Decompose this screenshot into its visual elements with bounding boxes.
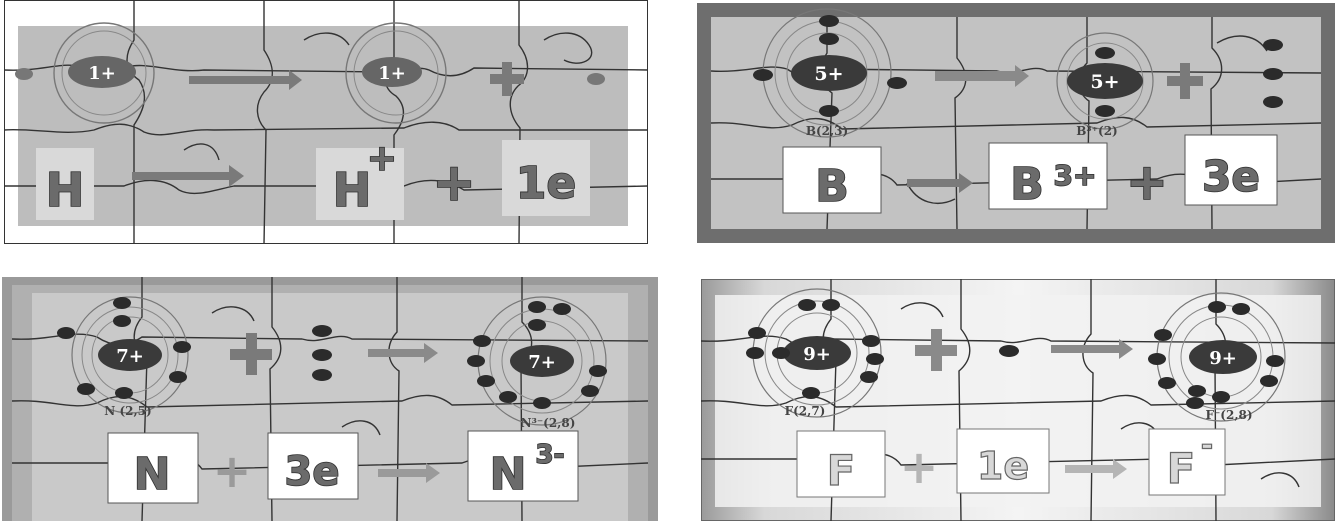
electron-dot [862, 335, 880, 347]
electron-dot [581, 385, 599, 397]
electron-dot [467, 355, 485, 367]
electron-dot [169, 371, 187, 383]
electron-dot [1208, 301, 1226, 313]
electron-dot [312, 349, 332, 361]
reactant-symbol: B [815, 161, 849, 212]
hydrogen-ion-charge: 1+ [378, 63, 406, 84]
electron-dot [499, 391, 517, 403]
electron-dot [1158, 377, 1176, 389]
reactant-symbol: H [46, 163, 85, 217]
electron-term: 3e [285, 449, 340, 495]
electron-dot [1263, 96, 1283, 108]
electron-dot [1154, 329, 1172, 341]
electron-dot [15, 68, 33, 80]
electron-dot [1266, 355, 1284, 367]
hydrogen-panel: 1+ 1+ H H + + 1e [4, 0, 648, 244]
electron-dot [860, 371, 878, 383]
reactant-symbol: N [134, 449, 171, 500]
electron-dot [748, 327, 766, 339]
electron-dot [1148, 353, 1166, 365]
electron-dot [528, 301, 546, 313]
electron-term: 3e [1202, 152, 1260, 201]
electron-dot [77, 383, 95, 395]
electron-dot [866, 353, 884, 365]
plus-sign: + [1126, 153, 1168, 211]
electron-dot [1260, 375, 1278, 387]
electron-dot [1186, 397, 1204, 409]
electron-dot [802, 387, 820, 399]
electron-dot [57, 327, 75, 339]
electron-dot [528, 319, 546, 331]
electron-dot [115, 387, 133, 399]
product-superscript: - [1201, 428, 1213, 463]
product-config: N³⁻(2,8) [521, 416, 576, 430]
product-superscript: 3+ [1054, 159, 1097, 192]
product-symbol: N [490, 449, 527, 500]
electron-dot [173, 341, 191, 353]
electron-dot [1188, 385, 1206, 397]
reactant-config: B(2,3) [806, 124, 848, 138]
fluorine-nucleus-charge: 9+ [803, 344, 831, 365]
electron-dot [312, 325, 332, 337]
hydrogen-nucleus-charge: 1+ [88, 63, 116, 84]
electron-dot [819, 105, 839, 117]
product-superscript: 3- [536, 440, 565, 470]
electron-dot [1263, 68, 1283, 80]
electron-dot [587, 73, 605, 85]
electron-dot [1212, 391, 1230, 403]
product-superscript: + [367, 138, 397, 179]
nitrogen-nucleus-charge: 7+ [116, 346, 144, 367]
electron-dot [819, 15, 839, 27]
electron-dot [798, 299, 816, 311]
reactant-config: F(2,7) [785, 404, 826, 418]
boron-ion-charge: 5+ [1090, 71, 1119, 93]
electron-dot [887, 77, 907, 89]
plus-sign: + [432, 153, 476, 213]
electron-dot [1095, 47, 1115, 59]
electron-dot [822, 299, 840, 311]
boron-nucleus-charge: 5+ [814, 63, 843, 85]
product-symbol: B [1010, 159, 1044, 210]
nitrogen-panel: 7+ N (2,5) 7+ N³⁻(2,8) N + 3e [2, 277, 658, 521]
electron-dot [533, 397, 551, 409]
electron-term: 1e [516, 158, 576, 209]
electron-dot [473, 335, 491, 347]
reactant-symbol: F [827, 446, 856, 495]
electron-dot [1263, 39, 1283, 51]
electron-dot [819, 33, 839, 45]
electron-dot [753, 69, 773, 81]
electron-dot [746, 347, 764, 359]
electron-dot [553, 303, 571, 315]
electron-term: 1e [977, 444, 1029, 488]
boron-panel: 5+ B(2,3) 5+ B³⁺(2) B B 3+ + 3e [697, 3, 1335, 243]
electron-dot [999, 345, 1019, 357]
electron-dot [589, 365, 607, 377]
fluorine-panel: 9+ F(2,7) 9+ F⁻(2,8) F + 1e [701, 279, 1335, 521]
plus-sign: + [213, 444, 252, 498]
electron-dot [113, 297, 131, 309]
electron-dot [312, 369, 332, 381]
product-symbol: H [333, 163, 372, 217]
fluorine-ion-charge: 9+ [1209, 348, 1237, 369]
product-symbol: F [1167, 444, 1196, 493]
electron-dot [1232, 303, 1250, 315]
electron-dot [113, 315, 131, 327]
product-config: F⁻(2,8) [1205, 408, 1252, 422]
reactant-config: N (2,5) [104, 404, 151, 418]
boron-ion: 5+ [1057, 33, 1153, 129]
electron-dot [1095, 105, 1115, 117]
electron-dot [477, 375, 495, 387]
product-config: B³⁺(2) [1076, 124, 1117, 138]
electron-dot [772, 347, 790, 359]
nitrogen-ion-charge: 7+ [528, 352, 556, 373]
plus-sign: + [900, 440, 939, 494]
